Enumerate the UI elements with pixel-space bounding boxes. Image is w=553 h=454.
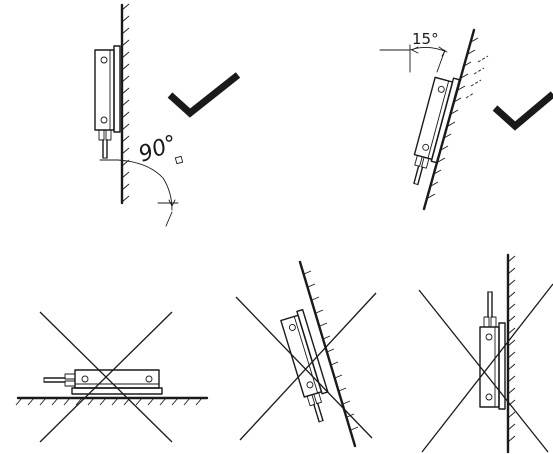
device-bracket [498,322,506,410]
cross-mark-icon [39,311,173,443]
figure-tilted-ok: 15° [379,28,553,211]
device [280,309,329,423]
device [94,45,121,159]
figure-tilted-over [235,260,377,448]
wall-hatching [507,255,516,443]
cross-mark-icon [235,292,377,441]
wall-hatching [121,3,130,203]
device [413,76,461,186]
device-bracket [296,309,329,395]
device-body [94,49,115,131]
figure-vertical-ok: 90° [94,3,241,227]
figure-upside-down [418,253,553,454]
device [479,291,506,410]
device-body [479,326,500,408]
angle-arc [99,159,173,211]
slanted-wall-line [298,260,357,448]
figure-horizontal-floor [15,311,209,443]
device-bracket [113,45,121,133]
slanted-wall-hatching [427,37,479,199]
check-mark-icon [167,72,241,118]
check-mark-icon [492,91,553,131]
floor-hatching [15,397,203,406]
angle-label-15: 15° [412,30,439,48]
device-bracket [430,77,461,164]
device-bracket [71,387,163,395]
cross-mark-icon [418,283,553,453]
angle-label-90: 90° [136,131,181,168]
slanted-wall-hatching [303,270,359,431]
